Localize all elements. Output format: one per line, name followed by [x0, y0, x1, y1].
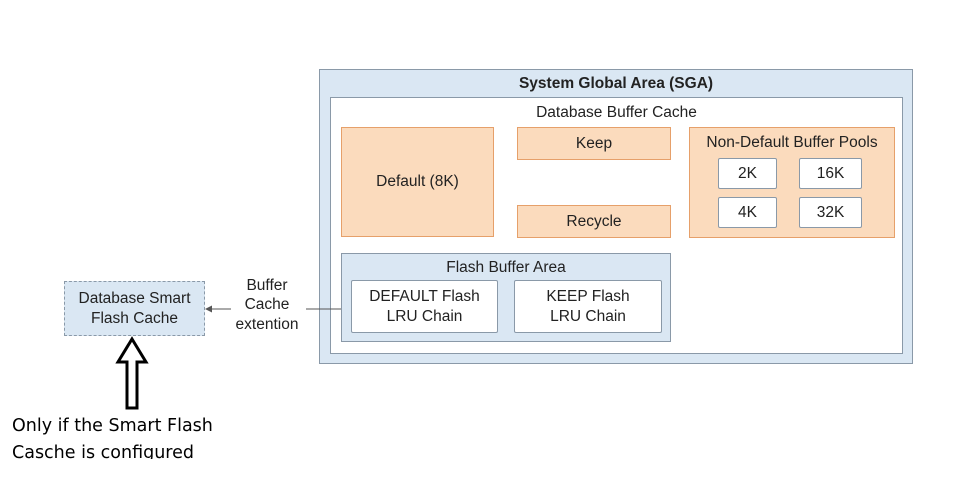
recycle-pool: Recycle — [517, 205, 671, 238]
sga-title: System Global Area (SGA) — [518, 75, 714, 92]
default-flash-lru-chain: DEFAULT Flash LRU Chain — [351, 280, 498, 333]
note-line-1: Only if the Smart Flash — [12, 416, 213, 436]
extension-line-2: Cache — [244, 296, 290, 314]
default-flash-line-2: LRU Chain — [386, 307, 463, 325]
keep-flash-line-2: LRU Chain — [550, 307, 626, 325]
pool-32k-label: 32K — [816, 203, 845, 221]
non-default-pools-title: Non-Default Buffer Pools — [706, 134, 878, 151]
database-smart-flash-cache: Database Smart Flash Cache — [64, 281, 205, 336]
default-pool-label: Default (8K) — [376, 173, 459, 190]
default-flash-line-1: DEFAULT Flash — [369, 287, 480, 305]
up-arrow-icon — [115, 336, 149, 410]
pool-32k: 32K — [799, 197, 862, 228]
extension-line-3: extention — [235, 315, 299, 333]
pool-4k: 4K — [718, 197, 777, 228]
configuration-note: Only if the Smart Flash Casche is config… — [12, 413, 272, 459]
keep-flash-line-1: KEEP Flash — [546, 287, 630, 305]
extension-arrowhead — [205, 305, 212, 313]
pool-16k-label: 16K — [816, 164, 845, 182]
extension-line-1: Buffer — [246, 276, 288, 294]
buffer-cache-title: Database Buffer Cache — [536, 104, 697, 121]
smart-flash-line-1: Database Smart — [78, 289, 191, 307]
default-pool: Default (8K) — [341, 127, 494, 237]
buffer-cache-extension-label: Buffer Cache extention — [226, 276, 308, 334]
flash-buffer-area-title: Flash Buffer Area — [446, 259, 566, 276]
recycle-pool-label: Recycle — [566, 212, 622, 230]
keep-pool: Keep — [517, 127, 671, 160]
pool-16k: 16K — [799, 158, 862, 189]
pool-2k-label: 2K — [738, 164, 757, 182]
keep-pool-label: Keep — [575, 134, 613, 152]
keep-flash-lru-chain: KEEP Flash LRU Chain — [514, 280, 662, 333]
note-line-2: Casche is configured — [12, 443, 194, 459]
pool-2k: 2K — [718, 158, 777, 189]
smart-flash-line-2: Flash Cache — [90, 309, 178, 327]
pool-4k-label: 4K — [738, 203, 757, 221]
